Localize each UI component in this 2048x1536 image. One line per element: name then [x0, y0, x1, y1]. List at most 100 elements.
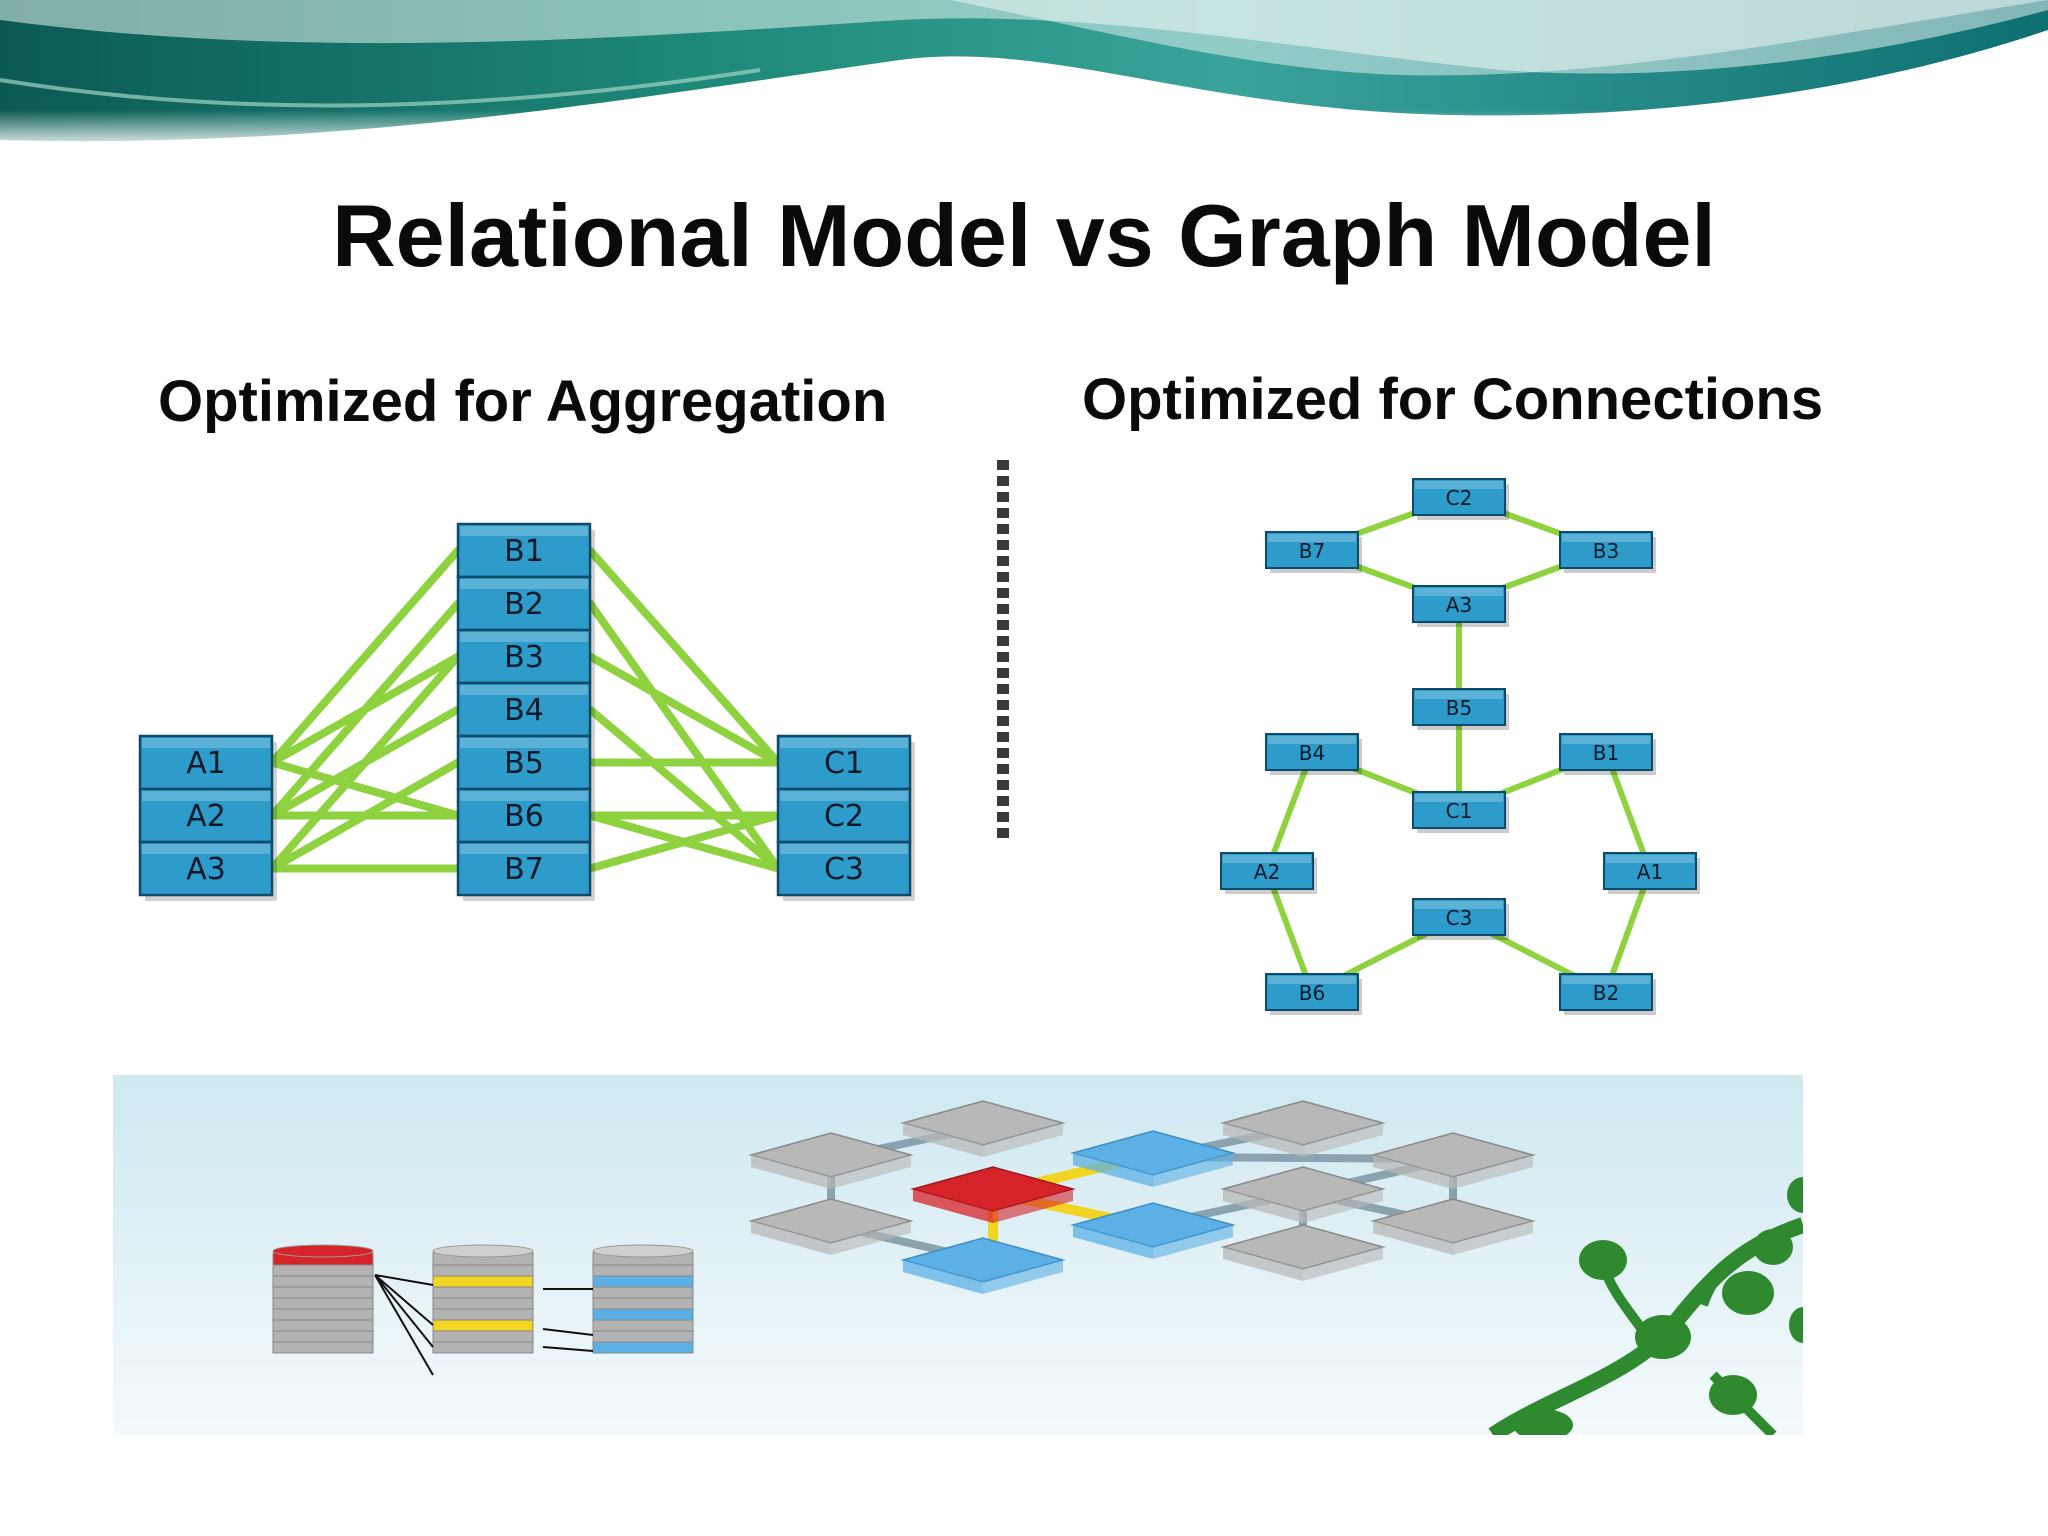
- relational-edges: [268, 546, 782, 873]
- table-cell-box: [456, 628, 592, 685]
- graph-node-C2: C2: [1412, 478, 1509, 520]
- table-cell-B7: B7: [456, 840, 592, 897]
- graph-edge-B4-A2: [1264, 750, 1315, 873]
- table-cell-B5: B5: [456, 734, 592, 791]
- graph-node-box: [1559, 973, 1653, 1011]
- header-banner: [0, 0, 2048, 150]
- graph-node-box: [1265, 531, 1359, 569]
- graph-node-label: A3: [1446, 593, 1472, 617]
- graph-node-box: [1412, 791, 1506, 829]
- graph-node-box: [1220, 852, 1314, 890]
- table-cell-B4: B4: [456, 681, 592, 738]
- graph-node-box: [1265, 973, 1359, 1011]
- graph-node-box: [1412, 898, 1506, 936]
- graph-node-box: [1559, 531, 1653, 569]
- relational-edge-A2-B2: [268, 599, 462, 820]
- graph-node-label: B5: [1446, 696, 1472, 720]
- table-cell-box: [776, 787, 912, 844]
- table-cell-C1: C1: [776, 734, 912, 791]
- table-cell-B3: B3: [456, 628, 592, 685]
- tree-branch-icon: [1488, 1177, 1803, 1435]
- relational-table-stack-icon: [272, 1244, 694, 1376]
- table-cell-A1: A1: [138, 734, 274, 791]
- table-cell-label: C2: [824, 799, 864, 834]
- graph-edge-B1-A1: [1603, 750, 1653, 873]
- table-cell-B2: B2: [456, 575, 592, 632]
- graph-node-label: B1: [1593, 741, 1619, 765]
- graph-subheading: Optimized for Connections: [1082, 367, 1824, 432]
- table-cell-box: [456, 734, 592, 791]
- graph-network-icon: [748, 1100, 1536, 1294]
- table-cell-box: [456, 575, 592, 632]
- relational-subheading: Optimized for Aggregation: [158, 369, 888, 434]
- table-cell-label: C3: [824, 852, 864, 887]
- relational-edge-A3-B5: [268, 758, 462, 873]
- graph-node-B4: B4: [1265, 733, 1362, 775]
- table-cell-label: C1: [824, 746, 864, 781]
- graph-node-label: C1: [1446, 799, 1473, 823]
- table-cell-label: B7: [504, 852, 544, 887]
- graph-node-box: [1412, 688, 1506, 726]
- table-cell-label: B3: [504, 640, 544, 675]
- table-cell-label: B2: [504, 587, 544, 622]
- table-cell-label: B6: [504, 799, 544, 834]
- graph-node-box: [1603, 852, 1697, 890]
- relational-edge-B4-C3: [586, 705, 782, 873]
- relational-edge-A1-B1: [268, 546, 462, 767]
- graph-node-C3: C3: [1412, 898, 1509, 940]
- graph-node-label: A1: [1637, 860, 1663, 884]
- relational-edge-B1-C1: [586, 546, 782, 767]
- graph-node-box: [1412, 585, 1506, 623]
- graph-node-label: A2: [1254, 860, 1280, 884]
- slide-title: Relational Model vs Graph Model: [332, 186, 1716, 285]
- table-cell-box: [456, 840, 592, 897]
- graph-node-label: B3: [1593, 539, 1619, 563]
- table-cell-B1: B1: [456, 522, 592, 579]
- table-cell-C3: C3: [776, 840, 912, 897]
- relational-edge-B3-C1: [586, 652, 782, 767]
- table-cell-box: [456, 681, 592, 738]
- graph-node-B7: B7: [1265, 531, 1362, 573]
- table-cell-box: [776, 840, 912, 897]
- graph-node-B6: B6: [1265, 973, 1362, 1015]
- graph-node-B3: B3: [1559, 531, 1656, 573]
- table-cell-box: [138, 840, 274, 897]
- graph-node-box: [1559, 733, 1653, 771]
- table-cell-label: A2: [186, 799, 226, 834]
- graph-edge-A1-B2: [1603, 869, 1653, 994]
- graph-node-B2: B2: [1559, 973, 1656, 1015]
- table-cell-label: B5: [504, 746, 544, 781]
- graph-node-A1: A1: [1603, 852, 1700, 894]
- graph-node-label: C3: [1446, 906, 1473, 930]
- graph-node-B5: B5: [1412, 688, 1509, 730]
- table-cell-B6: B6: [456, 787, 592, 844]
- table-cell-A3: A3: [138, 840, 274, 897]
- graph-node-label: B2: [1593, 981, 1619, 1005]
- graph-edge-A2-B6: [1264, 869, 1315, 994]
- table-cell-box: [456, 787, 592, 844]
- graph-node-A3: A3: [1412, 585, 1509, 627]
- graph-node-label: C2: [1446, 486, 1473, 510]
- graph-node-label: B4: [1299, 741, 1325, 765]
- dotted-divider: [997, 460, 1009, 838]
- graph-database-illustration: [113, 1075, 1803, 1435]
- graph-node-box: [1265, 733, 1359, 771]
- table-cell-label: B1: [504, 534, 544, 569]
- table-cell-C2: C2: [776, 787, 912, 844]
- table-cell-A2: A2: [138, 787, 274, 844]
- table-cell-label: A1: [186, 746, 226, 781]
- graph-node-label: B6: [1299, 981, 1325, 1005]
- table-cell-label: A3: [186, 852, 226, 887]
- table-cell-box: [776, 734, 912, 791]
- relational-edge-A1-B6: [268, 758, 462, 820]
- graph-node-box: [1412, 478, 1506, 516]
- graph-node-B1: B1: [1559, 733, 1656, 775]
- relational-edge-A3-B3: [268, 652, 462, 873]
